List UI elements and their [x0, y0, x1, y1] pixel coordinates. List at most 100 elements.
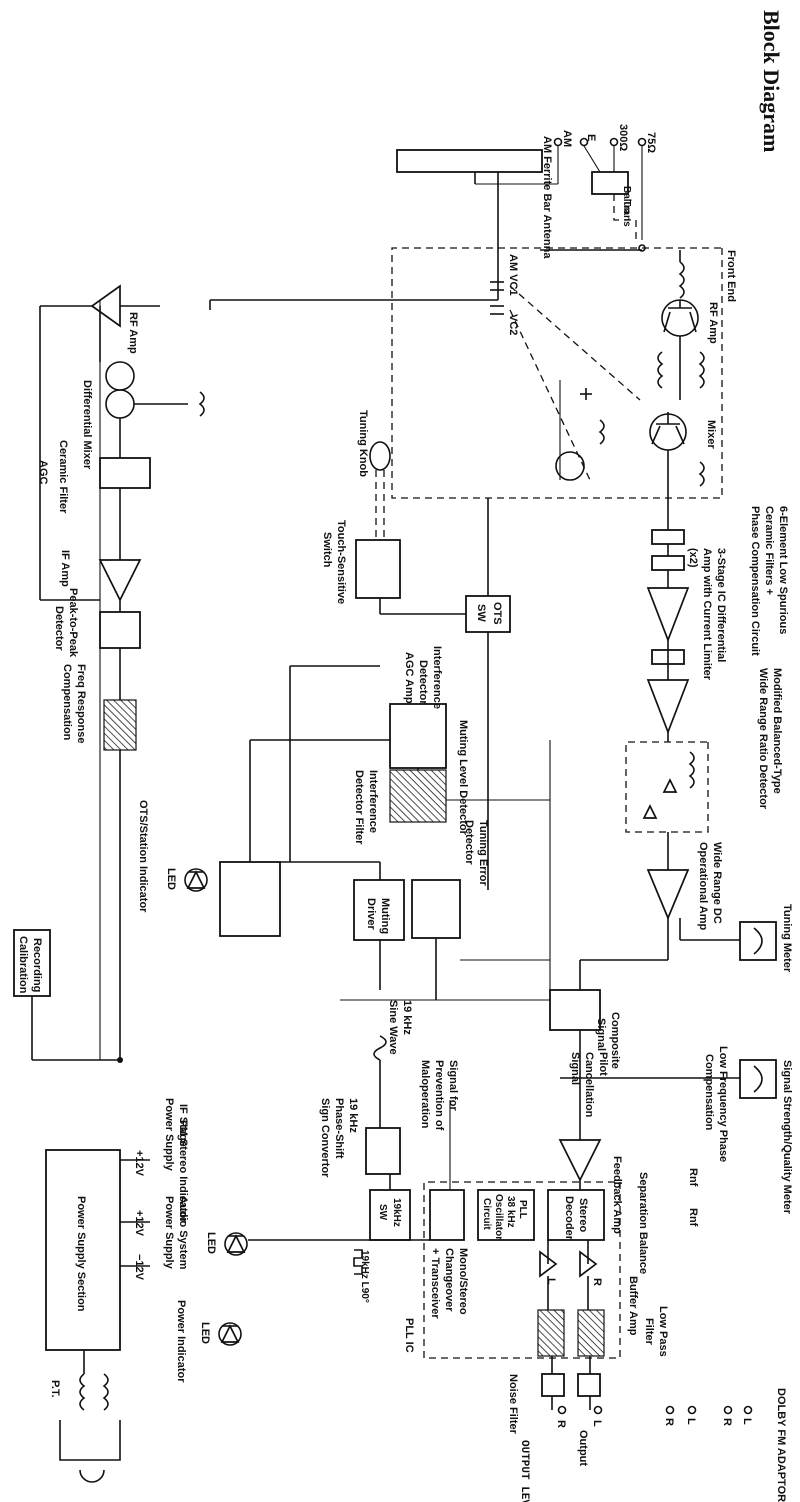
signal-meter [739, 1059, 777, 1099]
buffer-amp-label: Buffer Amp [627, 1276, 639, 1336]
ratio-detector-label-2: Wide Range Ratio Detector [757, 668, 769, 810]
muting-driver-label-1: Muting [379, 898, 391, 934]
terminal-300-icon [609, 137, 619, 147]
touch-switch-label-2: Switch [321, 532, 333, 568]
low-pass-filter-r [577, 1309, 605, 1357]
stereo-decoder-label-1: Stereo [577, 1198, 589, 1233]
pll-label-3: Oscillator [493, 1194, 504, 1240]
fm-stereo-indicator-label: FM Stereo Indicator [177, 1120, 189, 1223]
mpx-section: Composite Signal Pilot Cancellation Sign… [177, 918, 729, 1435]
muting-driver [353, 879, 405, 941]
ots-label-1: OTS [491, 602, 503, 625]
audio-supply-label-1: Audio System [177, 1196, 189, 1270]
mixer-label: Mixer [705, 420, 717, 449]
pll-oscillator [477, 1189, 535, 1241]
power-switch-icon [59, 1420, 121, 1461]
dolby-r2-label: R [663, 1418, 675, 1426]
balun-label-2: Trans [621, 200, 632, 227]
rf-coil-2-icon [657, 351, 664, 389]
fm-ic-amp-1 [646, 587, 690, 643]
tuning-meter-label: Tuning Meter [781, 904, 793, 973]
tuning-error-detector [411, 879, 461, 939]
sw-19khz [369, 1189, 411, 1241]
mixer-coil-icon [698, 461, 705, 487]
dolby-terminal-r1-icon [723, 1405, 733, 1415]
output-l-label: L [591, 1420, 603, 1427]
fm-ic-amp-label-1: 3-Stage IC Differential [715, 548, 727, 662]
power-section: Power Supply Section IF Stage Power Supp… [45, 1098, 242, 1483]
feedback-amp-label: Feedback Amp [611, 1156, 623, 1234]
pll-label-4: Circuit [481, 1198, 492, 1230]
fm-stereo-led-icon [226, 1234, 246, 1253]
if-supply-v12-label: +12V [133, 1150, 145, 1177]
pll-ic-label: PLL IC [403, 1318, 415, 1353]
power-indicator-label: Power Indicator [175, 1300, 187, 1383]
output-terminal-r-icon [557, 1405, 567, 1415]
power-led-icon [220, 1324, 240, 1343]
interference-filter-label-2: Detector Filter [353, 770, 365, 845]
am-if-amp-label: IF Amp [59, 550, 71, 587]
ots-label-2: SW [475, 604, 487, 622]
tuning-knob-label: Tuning Knob [357, 410, 369, 477]
audio-supply-vm12-label: −12V [133, 1254, 145, 1281]
output-label: Output [577, 1430, 589, 1466]
sig-prevention-label-1: Signal for [447, 1060, 459, 1111]
am-vc1-label: AM VC1 [507, 254, 519, 296]
low-freq-label-2: Compensation [703, 1054, 715, 1131]
interference-agc-amp [389, 703, 447, 769]
ratio-detector-coil-icon [688, 751, 695, 789]
ratio-detector-boundary [625, 741, 709, 833]
ots-led-label: LED [165, 868, 177, 890]
composite-label-2: Signal [595, 1018, 607, 1051]
fm-ic-amp-label-2: Amp with Current Limiter [701, 548, 713, 681]
terminal-75-icon [637, 137, 647, 147]
diff-mixer-icon-2 [105, 389, 135, 419]
interference-amp-label-1: Interference [431, 646, 443, 709]
rnf1-label: Rnf [687, 1168, 699, 1187]
sw19-label-2: SW [377, 1204, 388, 1221]
am-ferrite-antenna: AM Ferrite Bar Antenna [209, 136, 553, 310]
signal-bus [99, 300, 551, 1060]
am-vc2-label: VC2 [507, 314, 519, 335]
ots-switch [465, 595, 511, 633]
output-terminal-l-icon [593, 1405, 603, 1415]
ceramic-filter-1 [651, 529, 685, 545]
composite-label-1: Composite [609, 1012, 621, 1069]
dolby-terminal-l2-icon [687, 1405, 697, 1415]
lowpass-label-2: Filter [643, 1318, 655, 1346]
front-end-rf-amp-label: RF Amp [707, 302, 719, 344]
touch-switch-label-1: Touch-Sensitive [335, 520, 347, 604]
tuning-error-label-1: Tuning Error [477, 820, 489, 887]
front-end-label: Front End [725, 250, 737, 302]
power-transformer-primary-icon [102, 1373, 109, 1411]
agc-label: AGC [37, 460, 49, 485]
ots-station-indicator-block [219, 861, 281, 937]
tuning-meter [739, 921, 777, 961]
ratio-diode-2-icon [642, 804, 658, 819]
sine19-label-1: 19 kHz [401, 1000, 413, 1035]
diff-mixer-label: Differential Mixer [81, 380, 93, 470]
ferrite-label: AM Ferrite Bar Antenna [541, 136, 553, 259]
power-section-label: Power Supply Section [75, 1196, 87, 1312]
am-ceramic-filter-label: Ceramic Filter [57, 440, 69, 514]
diff-mixer-icon-1 [105, 361, 135, 391]
phase-shift-convertor [365, 1127, 401, 1175]
dc-operational-amp [646, 869, 690, 921]
mono-stereo-label-1: Mono/Stereo [457, 1248, 469, 1315]
stereo-decoder [547, 1189, 605, 1241]
noise-filter-l [541, 1373, 565, 1397]
interference-amp-label-2: Detector [417, 660, 429, 705]
am-rf-amp [90, 284, 121, 328]
recording-cal-label-2: Calibration [17, 936, 29, 994]
muting-driver-label-2: Driver [365, 898, 377, 931]
peak-to-peak-detector [99, 611, 141, 649]
dolby-l1-label: L [741, 1418, 753, 1425]
sine19-label-2: Sine Wave [387, 1000, 399, 1055]
separation-label: Separation Balance [637, 1172, 649, 1274]
rnf2-label: Rnf [687, 1208, 699, 1227]
audio-supply-label-2: Power Supply [163, 1196, 175, 1270]
if-supply-label-1: IF Stage [177, 1104, 189, 1147]
am-if-amp [98, 559, 142, 602]
